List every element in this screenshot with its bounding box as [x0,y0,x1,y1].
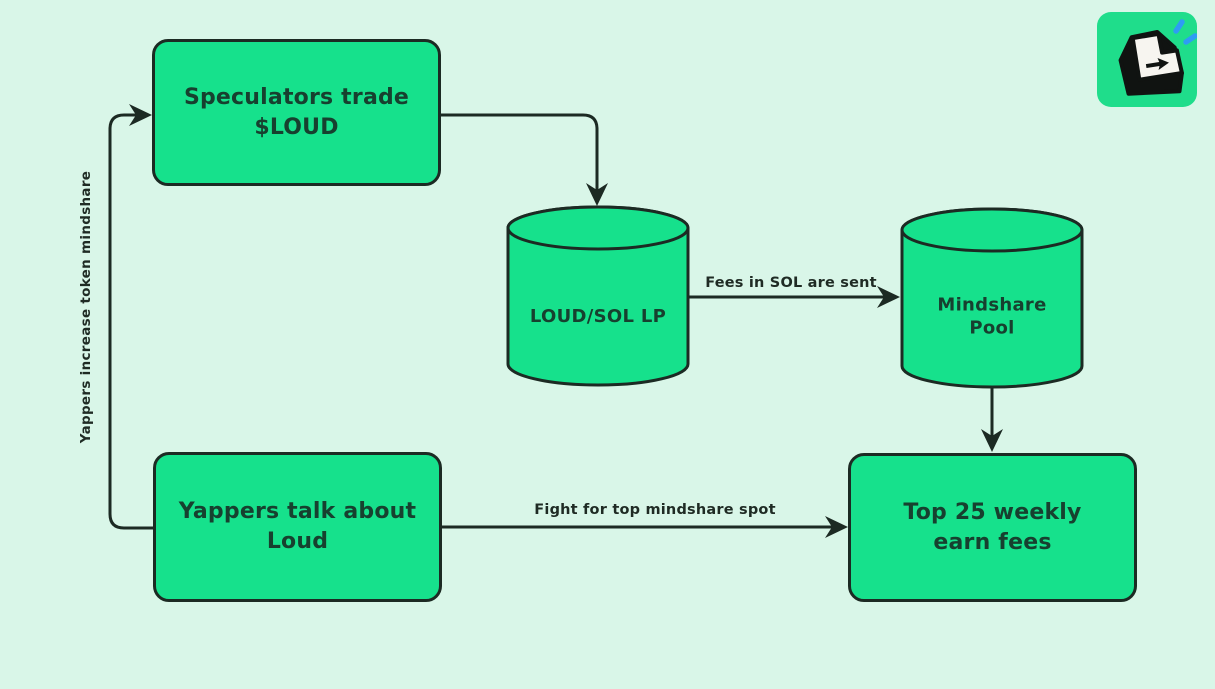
cylinder-mindshare-pool [900,207,1084,389]
node-mindshare-pool-label: Mindshare Pool [937,294,1047,339]
edge-label-yappers-increase: Yappers increase token mindshare [78,170,94,444]
arrowhead-into-lp-cylinder [586,183,608,206]
arrowhead-into-top25-left [825,516,848,538]
arrowhead-into-speculators [129,104,152,126]
cylinder-loud-sol-lp [506,205,690,387]
edge-yappers-increase-mindshare [108,113,153,530]
node-loud-sol-lp-label: LOUD/SOL LP [529,305,667,327]
edge-trade-to-lp [441,113,599,192]
app-logo [1097,12,1197,107]
node-top25-earn-label: Top 25 weekly earn fees [903,499,1082,555]
arrowhead-into-pool-cylinder [877,286,900,308]
node-speculators-trade-label: Speculators trade $LOUD [183,84,410,140]
arrowhead-into-top25 [981,429,1003,452]
edge-label-fees-sent: Fees in SOL are sent [705,275,877,291]
node-yappers-talk-label: Yappers talk about Loud [178,499,417,554]
node-speculators-trade: Speculators trade $LOUD [152,39,441,186]
node-yappers-talk: Yappers talk about Loud [153,452,442,602]
enter-key-arrow-icon [1118,19,1197,96]
node-top25-earn: Top 25 weekly earn fees [848,453,1137,602]
edge-label-fight-for-spot: Fight for top mindshare spot [534,502,776,518]
